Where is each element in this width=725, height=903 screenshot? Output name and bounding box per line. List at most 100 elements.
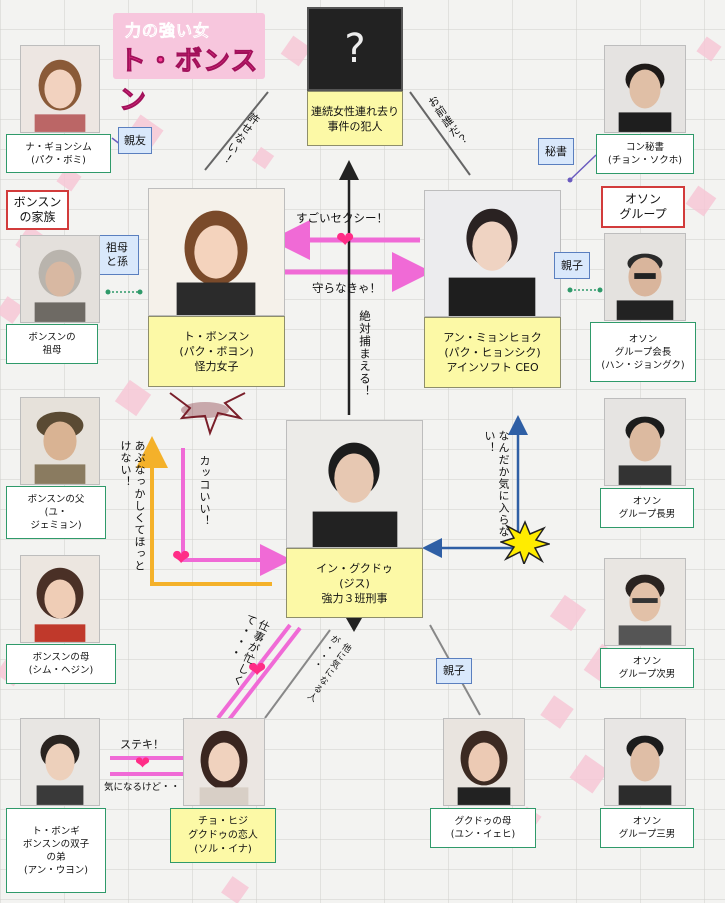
group-text: グループ	[619, 207, 667, 221]
card-hee-ji: チョ・ヒジグクドゥの恋人 (ソル・イナ)	[170, 808, 276, 863]
tag-sobo: 祖母と孫	[95, 235, 139, 275]
name-line: 強力３班刑事	[321, 591, 388, 605]
tag-text: 秘書	[545, 144, 567, 158]
card-chairman: オソングループ会長(ハン・ジョングク)	[590, 322, 696, 382]
card-secretary-kong: コン秘書 (チョン・ソクホ)	[596, 134, 694, 174]
photo-grandmother	[20, 235, 100, 323]
drama-logo: 力の強い女 ト・ボンスン	[113, 13, 265, 117]
name-line: オソン	[632, 496, 662, 507]
card-guk-doo-mother: グクドゥの母 (ユン・イェヒ)	[430, 808, 536, 848]
card-mother: ボンスンの母(シム・ヘジン)	[6, 644, 116, 684]
name-line: ボンスンの双子	[22, 838, 90, 850]
culprit-caption-text: 連続女性連れ去り事件の犯人	[311, 104, 399, 133]
label-mamoranakya: 守らなきゃ！	[312, 281, 381, 295]
arrow-abunakkashii	[136, 436, 272, 586]
arrow-shigoto-2	[226, 626, 302, 723]
group-bongsoon-family: ボンスンの家族	[6, 190, 69, 230]
name-line: グクドゥの恋人	[188, 829, 258, 841]
heart-icon: ❤	[172, 546, 191, 571]
tag-oyako-right: 親子	[554, 252, 590, 279]
photo-eldest-son	[604, 398, 686, 486]
name-line: グループ三男	[618, 829, 676, 840]
name-line: 祖母	[42, 345, 62, 356]
arrow-kakkoii	[181, 448, 292, 576]
photo-min-hyuk	[424, 190, 561, 317]
heart-icon: ❤	[248, 658, 267, 683]
name-line: (ユ・	[44, 507, 68, 518]
card-guk-doo: イン・グクドゥ(ジス)強力３班刑事	[286, 548, 423, 618]
name-line: ボンスンの父	[27, 494, 85, 505]
label-sugoi-sexy: すごいセクシー！	[296, 211, 388, 225]
name-line: ナ・ギョンシム	[25, 141, 92, 153]
label-abunakkashii: あぶなっかしくてほっとけない！	[119, 440, 146, 572]
photo-secretary-kong	[604, 45, 686, 133]
tag-shinyu: 親友	[118, 127, 152, 154]
label-kininaru: 気になるけど・・・	[104, 782, 190, 793]
name-line: (ジス)	[339, 576, 370, 590]
photo-third-son	[604, 718, 686, 806]
logo-line1: 力の強い女	[125, 21, 211, 41]
name-line: の弟	[46, 851, 66, 863]
tag-oyako-bottom: 親子	[436, 658, 472, 684]
line-yurusenai	[204, 91, 269, 171]
photo-gyeong-shim	[20, 45, 100, 133]
label-zettai: 絶対捕まえる！	[358, 310, 372, 398]
name-line: チョ・ヒジ	[198, 815, 248, 827]
name-line: (ハン・ジョングク)	[601, 359, 685, 371]
card-second-son: オソングループ次男	[600, 648, 694, 688]
name-line: (パク・ボヨン)	[179, 345, 254, 358]
name-line: オソン	[632, 816, 662, 827]
name-line: ト・ボンスン	[183, 330, 250, 343]
group-oson: オソングループ	[601, 186, 685, 228]
name-line: オソン	[628, 333, 658, 345]
photo-father	[20, 397, 100, 485]
name-line: グループ次男	[618, 669, 676, 680]
card-gyeong-shim: ナ・ギョンシム(パク・ボミ)	[6, 134, 111, 173]
heart-icon: ❤	[336, 228, 355, 253]
card-father: ボンスンの父 (ユ・ジェミョン)	[6, 486, 106, 539]
name-line: グクドゥの母	[454, 816, 512, 827]
name-line: グループ長男	[618, 509, 676, 520]
name-line: グループ会長	[614, 346, 672, 358]
culprit-caption: 連続女性連れ去り事件の犯人	[307, 91, 403, 146]
name-line: ボンスンの母	[32, 652, 90, 663]
name-line: (アン・ウヨン)	[23, 864, 89, 876]
card-bong-gi: ト・ボンギボンスンの双子の弟(アン・ウヨン)	[6, 808, 106, 893]
name-line: ト・ボンギ	[32, 825, 80, 837]
photo-hee-ji	[183, 718, 265, 806]
name-line: (パク・ボミ)	[31, 154, 86, 166]
tag-text: 親友	[124, 133, 146, 147]
line-omae-dare	[409, 91, 471, 176]
group-text: の家族	[19, 210, 56, 224]
heart-icon: ❤	[135, 753, 151, 774]
name-line: (パク・ヒョンシク)	[444, 346, 541, 359]
tag-text: 親子	[561, 258, 583, 272]
name-line: イン・グクドゥ	[316, 561, 393, 575]
name-line: 怪力女子	[194, 360, 239, 373]
name-line: (チョン・ソクホ)	[608, 155, 682, 166]
card-grandmother: ボンスンの祖母	[6, 324, 98, 364]
label-kakkoii: カッコいい！	[198, 455, 211, 527]
logo-line2: ト・ボンスン	[119, 46, 259, 117]
group-text: オソン	[624, 192, 661, 206]
photo-second-son	[604, 558, 686, 646]
photo-mother	[20, 555, 100, 643]
card-min-hyuk: アン・ミョンヒョク(パク・ヒョンシク)アインソフト CEO	[424, 317, 561, 388]
group-text: ボンスン	[13, 195, 62, 209]
pointer-triangle	[346, 618, 362, 632]
name-line: コン秘書	[625, 142, 664, 153]
name-line: (ソル・イナ)	[194, 843, 252, 855]
card-third-son: オソングループ三男	[600, 808, 694, 848]
line-hoka	[264, 629, 331, 719]
label-suteki: ステキ！	[120, 738, 164, 751]
photo-guk-doo	[286, 420, 423, 548]
card-bong-soon: ト・ボンスン (パク・ボヨン) 怪力女子	[148, 316, 285, 387]
name-line: (ユン・イェヒ)	[450, 829, 516, 840]
culprit-silhouette: ?	[307, 7, 403, 91]
name-line: アン・ミョンヒョク	[443, 331, 542, 344]
name-line: ジェミョン)	[30, 520, 82, 531]
photo-chairman	[604, 233, 686, 321]
arrow-shigoto	[216, 623, 292, 720]
name-line: オソン	[632, 656, 662, 667]
card-eldest-son: オソングループ長男	[600, 488, 694, 528]
